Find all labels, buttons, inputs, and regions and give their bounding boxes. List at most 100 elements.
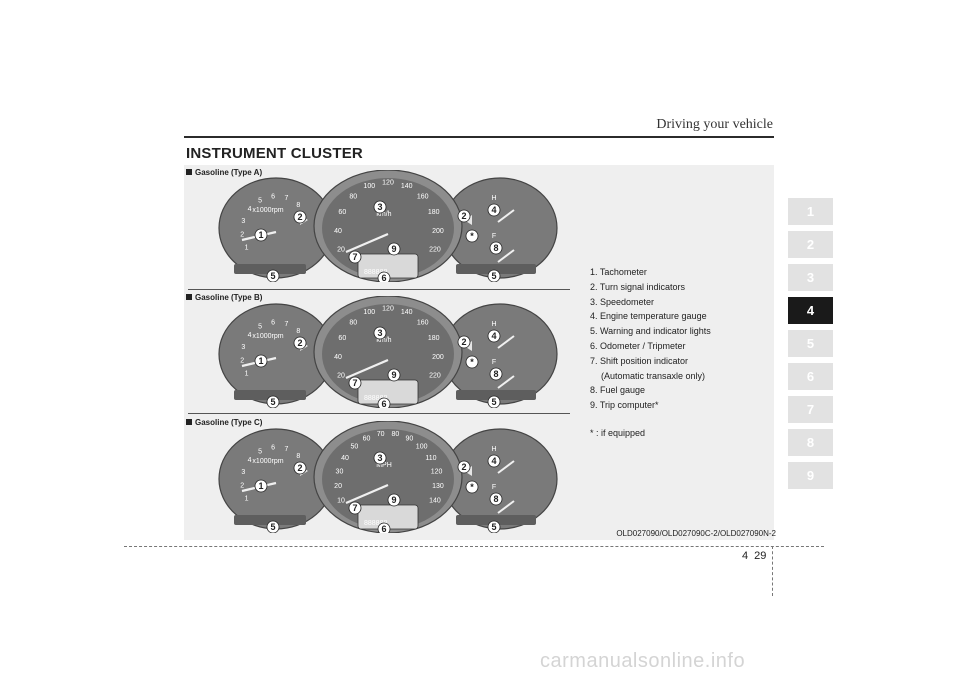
callout-6-bubble (377, 271, 391, 282)
rpm-tick-label: 7 (285, 446, 289, 453)
callout-4: 4 (491, 456, 496, 466)
chapter-tab[interactable]: 6 (788, 363, 833, 390)
callout-5-right: 5 (491, 522, 496, 532)
speed-tick-label: 140 (429, 498, 441, 505)
callout-1-bubble (254, 354, 268, 368)
speedometer-needle (345, 232, 389, 254)
speed-tick-label: 60 (338, 209, 346, 216)
rpm-tick-label: 6 (271, 320, 275, 327)
speed-unit-label: MPH (376, 462, 392, 469)
speed-tick-label: 180 (428, 335, 440, 342)
rpm-tick-label: 8 (296, 202, 300, 209)
callout-5-right-bubble (487, 395, 501, 408)
speed-tick-label: 120 (431, 469, 443, 476)
callout-5-right: 5 (491, 397, 496, 407)
speed-tick-label: 90 (406, 435, 414, 442)
callout-7-bubble (348, 501, 362, 515)
callout-2-right-bubble (457, 460, 471, 474)
speed-tick-label: 50 (350, 444, 358, 451)
speed-tick-label: 180 (428, 209, 440, 216)
callout-5-bubble (266, 269, 280, 282)
rpm-tick-label: 5 (258, 448, 262, 455)
speed-tick-label: 40 (334, 228, 342, 235)
speed-tick-label: 70 (377, 431, 385, 438)
callout-7: 7 (352, 252, 357, 262)
rpm-tick-label: 1 (245, 496, 249, 503)
callout-4: 4 (491, 205, 496, 215)
fuel-needle (497, 375, 515, 389)
chapter-tab[interactable]: 7 (788, 396, 833, 423)
callout-5-right: 5 (491, 271, 496, 281)
speedometer-needle (345, 358, 389, 380)
callout-3-bubble (373, 200, 387, 214)
temperature-high-mark: H (491, 321, 496, 328)
speed-tick-label: 80 (349, 320, 357, 327)
callout-7-bubble (348, 250, 362, 264)
callout-2-right: 2 (461, 337, 466, 347)
header-title: Driving your vehicle (656, 117, 773, 132)
rpm-tick-label: 7 (285, 321, 289, 328)
fuel-needle (497, 249, 515, 263)
cluster-c-label: Gasoline (Type C) (186, 418, 262, 427)
callout-5: 5 (270, 522, 275, 532)
speed-tick-label: 130 (432, 483, 444, 490)
chapter-tab[interactable]: 2 (788, 231, 833, 258)
speed-tick-label: 100 (363, 309, 375, 316)
temperature-needle (497, 209, 515, 223)
speed-tick-label: 120 (382, 180, 394, 187)
callout-3-bubble (373, 451, 387, 465)
callout-5-right-bubble (487, 520, 501, 533)
callout-star: * (470, 231, 474, 241)
rpm-tick-label: 6 (271, 194, 275, 201)
odometer-readout: 888888 (364, 269, 387, 276)
rpm-tick-label: 8 (296, 453, 300, 460)
speed-tick-label: 220 (429, 373, 441, 380)
rpm-tick-label: 5 (258, 323, 262, 330)
callout-4-bubble (487, 329, 501, 343)
callout-7: 7 (352, 378, 357, 388)
chapter-tab[interactable]: 1 (788, 198, 833, 225)
fuel-full-mark: F (492, 359, 496, 366)
speed-tick-label: 120 (382, 306, 394, 313)
chapter-tab[interactable]: 9 (788, 462, 833, 489)
rpm-tick-label: 4 (248, 332, 252, 339)
callout-6: 6 (381, 524, 386, 533)
callout-3-bubble (373, 326, 387, 340)
callout-4: 4 (491, 331, 496, 341)
callout-9: 9 (391, 244, 396, 254)
callout-star-bubble (465, 480, 479, 494)
warning-lights-right (456, 390, 536, 400)
rpm-tick-label: 8 (296, 328, 300, 335)
chapter-tab[interactable]: 3 (788, 264, 833, 291)
callout-6-bubble (377, 397, 391, 408)
fuel-full-mark: F (492, 484, 496, 491)
rpm-tick-label: 4 (248, 206, 252, 213)
speedometer-needle (345, 483, 389, 505)
callout-9-bubble (387, 493, 401, 507)
section-title: INSTRUMENT CLUSTER (186, 145, 363, 162)
callout-1: 1 (258, 230, 263, 240)
speed-tick-label: 20 (334, 483, 342, 490)
chapter-tab[interactable]: 8 (788, 429, 833, 456)
speed-tick-label: 200 (432, 228, 444, 235)
speed-tick-label: 30 (336, 469, 344, 476)
chapter-tab-active[interactable]: 4 (788, 297, 833, 324)
warning-lights-left (234, 390, 306, 400)
fuel-needle (497, 500, 515, 514)
callout-8: 8 (493, 243, 498, 253)
speed-unit-label: km/h (376, 337, 391, 344)
watermark: carmanualsonline.info (540, 650, 746, 672)
callout-4-bubble (487, 454, 501, 468)
callout-9: 9 (391, 370, 396, 380)
speed-tick-label: 40 (334, 354, 342, 361)
callout-5: 5 (270, 397, 275, 407)
callout-2-right-bubble (457, 209, 471, 223)
chapter-tab[interactable]: 5 (788, 330, 833, 357)
legend-item: 4. Engine temperature gauge (590, 311, 707, 322)
callout-9: 9 (391, 495, 396, 505)
callout-8: 8 (493, 369, 498, 379)
callout-8-bubble (489, 367, 503, 381)
legend-item: 2. Turn signal indicators (590, 281, 686, 292)
rpm-unit-label: x1000rpm (252, 458, 283, 465)
